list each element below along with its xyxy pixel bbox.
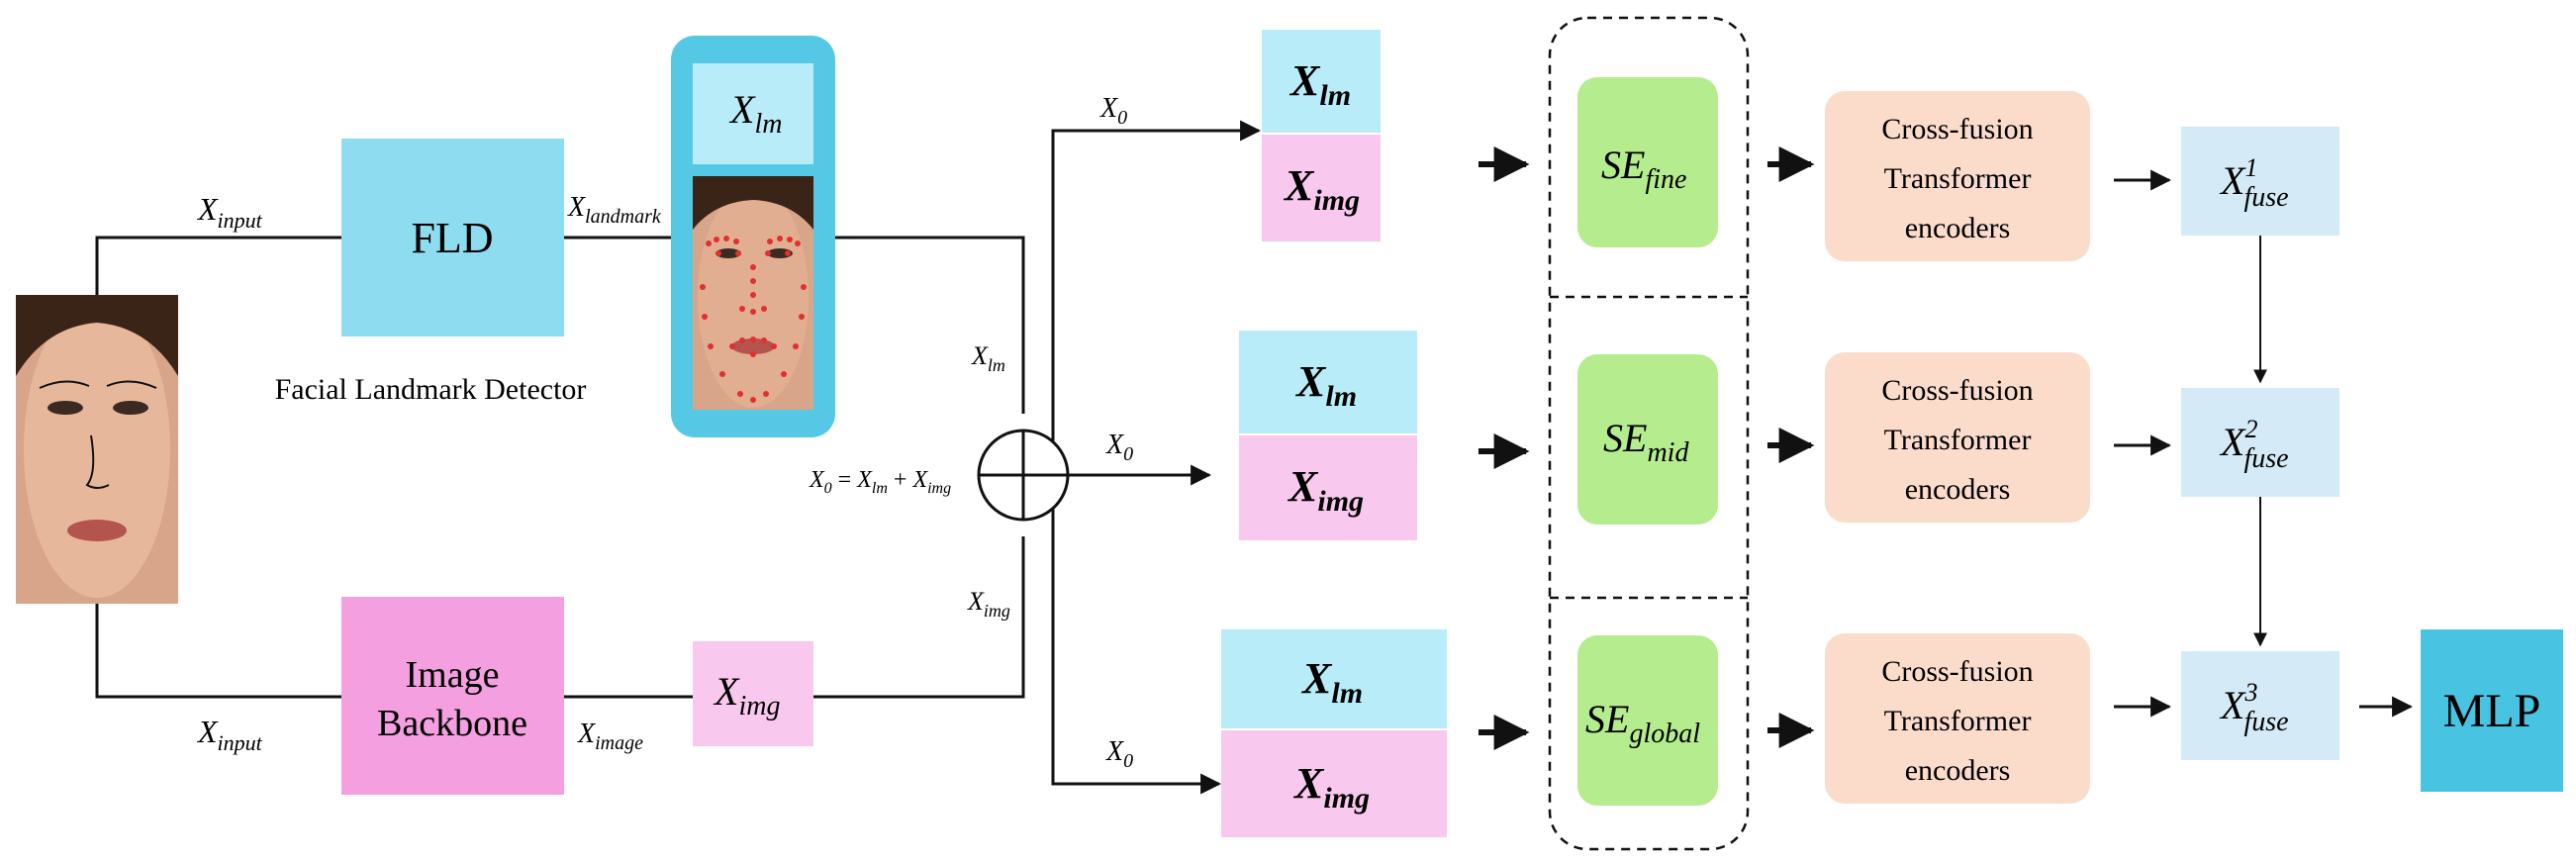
combine-x-lm-label: Xlm	[971, 341, 1005, 375]
x-lm-to-combine-line	[835, 236, 1025, 414]
se-global-label: SEglobal	[1585, 697, 1700, 749]
se-global-box	[1577, 635, 1718, 806]
svg-text:Cross-fusion: Cross-fusion	[1881, 374, 2033, 407]
se-container	[1548, 16, 1750, 851]
se-mid-box	[1577, 354, 1718, 525]
se-fine-box	[1577, 77, 1718, 247]
mid-x-img-label: Ximg	[1287, 462, 1364, 518]
combine-x-img-label: Ximg	[967, 587, 1010, 621]
x-img-to-combine-line	[813, 536, 1025, 699]
svg-text:encoders: encoders	[1905, 473, 2011, 506]
landmark-token-label: Xlm	[728, 87, 782, 140]
svg-text:Transformer: Transformer	[1884, 162, 2032, 195]
x0-to-global-arrow	[1051, 509, 1222, 795]
x-landmark-label: Xlandmark	[567, 192, 662, 228]
se-mid-label: SEmid	[1603, 416, 1689, 468]
landmark-token-box	[693, 63, 813, 164]
backbone-label-line2: Backbone	[377, 703, 527, 744]
cross-fusion-mid: Cross-fusion Transformer encoders	[1825, 352, 2090, 523]
global-x-lm-label: Xlm	[1300, 654, 1363, 710]
backbone-label-line1: Image	[406, 654, 500, 696]
image-backbone-box	[341, 597, 564, 795]
svg-text:Cross-fusion: Cross-fusion	[1881, 655, 2033, 688]
x-input-bottom-label: Xinput	[196, 714, 263, 755]
fuse-1-box	[2181, 127, 2339, 236]
cross-fusion-fine: Cross-fusion Transformer encoders	[1825, 91, 2090, 261]
x-input-top-label: Xinput	[196, 191, 263, 233]
input-to-fld-line	[95, 236, 341, 295]
cross-fusion-global: Cross-fusion Transformer encoders	[1825, 633, 2090, 804]
fld-box	[341, 139, 564, 336]
svg-text:Transformer: Transformer	[1884, 705, 2032, 737]
token-stack-fine: Xlm Ximg	[1262, 30, 1381, 241]
image-token-label: Ximg	[713, 669, 780, 721]
global-x-img-label: Ximg	[1292, 759, 1370, 815]
x0-to-fine-arrow	[1051, 120, 1262, 441]
fine-x-img-label: Ximg	[1283, 161, 1360, 217]
token-stack-global: Xlm Ximg	[1221, 629, 1447, 837]
x-image-label: Ximage	[577, 719, 643, 754]
x0-label-bottom: X0	[1105, 736, 1133, 772]
mlp-label: MLP	[2443, 685, 2541, 737]
combine-equation: X0 = Xlm + Ximg	[809, 467, 951, 497]
svg-text:encoders: encoders	[1905, 212, 2011, 244]
svg-text:Cross-fusion: Cross-fusion	[1881, 113, 2033, 145]
fuse-3-box	[2181, 651, 2339, 760]
fld-label: FLD	[411, 214, 493, 262]
mlp-box	[2421, 629, 2563, 792]
x0-label-top: X0	[1099, 93, 1127, 129]
se-fine-label: SEfine	[1601, 143, 1686, 195]
fld-caption: Facial Landmark Detector	[275, 373, 587, 406]
fuse-2-box	[2181, 388, 2339, 497]
fine-x-lm-label: Xlm	[1288, 56, 1351, 112]
x0-label-mid: X0	[1105, 430, 1133, 465]
image-token-box	[693, 641, 813, 746]
input-face-image	[16, 295, 178, 604]
input-to-backbone-line	[95, 604, 341, 699]
mid-x-lm-label: Xlm	[1294, 357, 1357, 413]
svg-text:Transformer: Transformer	[1884, 424, 2032, 456]
svg-text:encoders: encoders	[1905, 754, 2011, 787]
landmark-face-image	[693, 176, 813, 410]
token-stack-mid: Xlm Ximg	[1239, 331, 1417, 540]
